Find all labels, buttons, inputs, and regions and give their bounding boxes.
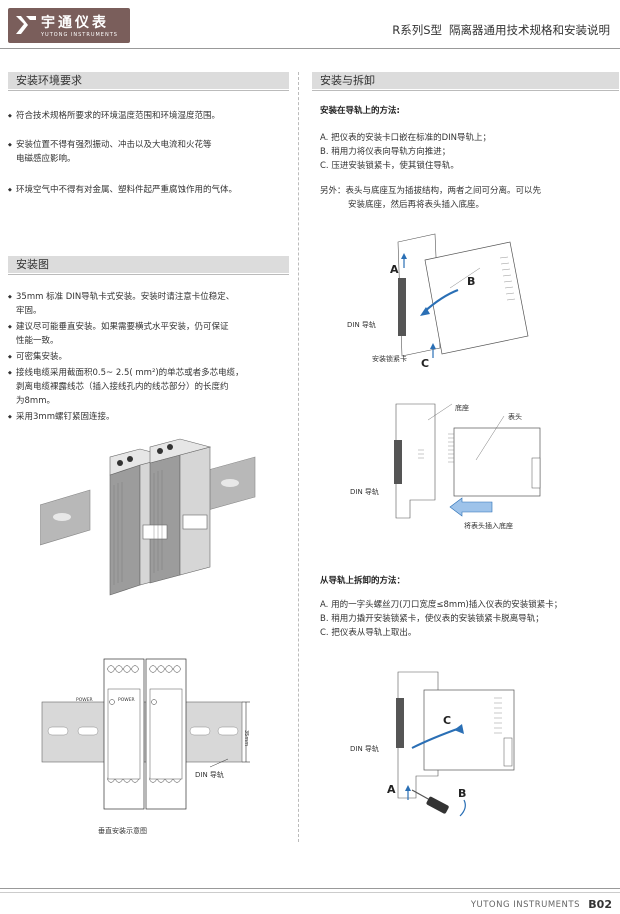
list-item: 安装位置不得有强烈振动、冲击以及大电流和火花等 bbox=[8, 138, 211, 152]
list-item: 采用3mm螺钉紧固连接。 bbox=[8, 410, 115, 424]
section-heading: 安装图 bbox=[16, 258, 49, 271]
list-item: 接线电缆采用截面积0.5~ 2.5( mm²)的单芯或者多芯电缆， bbox=[8, 366, 244, 380]
footer-brand: YUTONG INSTRUMENTS bbox=[470, 900, 580, 910]
install-step: C. 压进安装锁紧卡，使其锁住导轨。 bbox=[320, 161, 459, 171]
column-divider bbox=[298, 72, 299, 842]
list-item-cont: 牢固。 bbox=[16, 306, 42, 316]
title-text: 隔离器通用技术规格和安装说明 bbox=[449, 23, 610, 37]
fig1-label-c: C bbox=[421, 357, 430, 370]
uninstall-title: 从导轨上拆卸的方法： bbox=[320, 576, 406, 586]
footer-divider bbox=[0, 888, 620, 889]
install-note-cont: 安装底座，然后再将表头插入底座。 bbox=[348, 200, 485, 210]
list-item: 符合技术规格所要求的环境温度范围和环境湿度范围。 bbox=[8, 109, 220, 123]
logo-chinese-name: 宇通仪表 bbox=[41, 15, 109, 31]
fig1-lock-label: 安装锁紧卡 bbox=[372, 355, 407, 363]
uninstall-step: C. 把仪表从导轨上取出。 bbox=[320, 628, 417, 638]
screwdriver-icon bbox=[411, 789, 449, 814]
figure-caption: 垂直安装示意图 bbox=[98, 827, 147, 835]
uninstall-step: B. 稍用力撬开安装锁紧卡，使仪表的安装锁紧卡脱离导轨； bbox=[320, 614, 544, 624]
install-step: B. 稍用力将仪表向导轨方向推进； bbox=[320, 147, 451, 157]
fig2-head-label: 表头 bbox=[508, 413, 522, 421]
list-item: 可密集安装。 bbox=[8, 350, 67, 364]
company-logo: 宇通仪表 YUTONG INSTRUMENTS bbox=[8, 8, 130, 43]
isometric-modules-illustration bbox=[40, 438, 256, 596]
list-item: 环境空气中不得有对金属、塑料件起严重腐蚀作用的气体。 bbox=[8, 183, 237, 197]
section-bar-install: 安装与拆卸 bbox=[312, 72, 619, 91]
power-label: POWER bbox=[76, 698, 93, 703]
fig2-insert-label: 将表头插入底座 bbox=[464, 522, 513, 530]
fig3-din-label: DIN 导轨 bbox=[350, 745, 379, 753]
list-item-cont: 电磁感应影响。 bbox=[16, 154, 76, 164]
fig3-label-c: C bbox=[443, 714, 452, 727]
fig2-din-label: DIN 导轨 bbox=[350, 488, 379, 496]
install-step: A. 把仪表的安装卡口嵌在标准的DIN导轨上； bbox=[320, 133, 491, 143]
list-item-cont: 剥离电缆裸露线芯（插入接线孔内的线芯部分）的长度约 bbox=[16, 382, 229, 392]
footer-divider-2 bbox=[0, 892, 620, 893]
fig2-base-label: 底座 bbox=[455, 404, 469, 412]
list-item: 35mm 标准 DIN导轨卡式安装。安装时请注意卡位稳定、 bbox=[8, 290, 234, 304]
install-on-title: 安装在导轨上的方法: bbox=[320, 106, 400, 116]
list-item-cont: 性能一致。 bbox=[16, 336, 59, 346]
module-left bbox=[103, 658, 145, 810]
page-number: B02 bbox=[588, 898, 612, 911]
install-figure-2 bbox=[394, 403, 541, 519]
list-item-cont: 为8mm。 bbox=[16, 396, 55, 406]
fig3-label-a: A bbox=[387, 783, 396, 796]
section-bar-diagram: 安装图 bbox=[8, 256, 289, 275]
power-label: POWER bbox=[118, 698, 135, 703]
fig3-label-b: B bbox=[458, 787, 467, 800]
fig1-label-a: A bbox=[390, 263, 399, 276]
logo-mark-icon bbox=[16, 16, 36, 34]
rail-dimension: 35mm bbox=[243, 730, 249, 747]
document-title: R系列S型隔离器通用技术规格和安装说明 bbox=[385, 22, 610, 38]
section-heading: 安装环境要求 bbox=[16, 74, 82, 87]
din-rail-label: DIN 导轨 bbox=[195, 771, 224, 779]
series-label: R系列S型 bbox=[392, 23, 442, 37]
header-divider bbox=[0, 48, 620, 49]
install-figure-1 bbox=[397, 233, 529, 358]
list-item: 建议尽可能垂直安装。如果需要横式水平安装，仍可保证 bbox=[8, 320, 228, 334]
fig1-label-b: B bbox=[467, 275, 476, 288]
section-heading: 安装与拆卸 bbox=[320, 74, 375, 87]
module-right bbox=[145, 658, 187, 810]
logo-english-name: YUTONG INSTRUMENTS bbox=[41, 32, 118, 38]
section-bar-env: 安装环境要求 bbox=[8, 72, 289, 91]
fig1-din-label: DIN 导轨 bbox=[347, 321, 376, 329]
uninstall-step: A. 用的一字头螺丝刀(刀口宽度≤8mm)插入仪表的安装锁紧卡； bbox=[320, 600, 563, 610]
uninstall-figure bbox=[396, 671, 515, 817]
front-view-drawing bbox=[41, 658, 250, 810]
install-note: 另外：表头与底座互为插拔结构，两者之间可分离。可以先 bbox=[320, 186, 542, 196]
